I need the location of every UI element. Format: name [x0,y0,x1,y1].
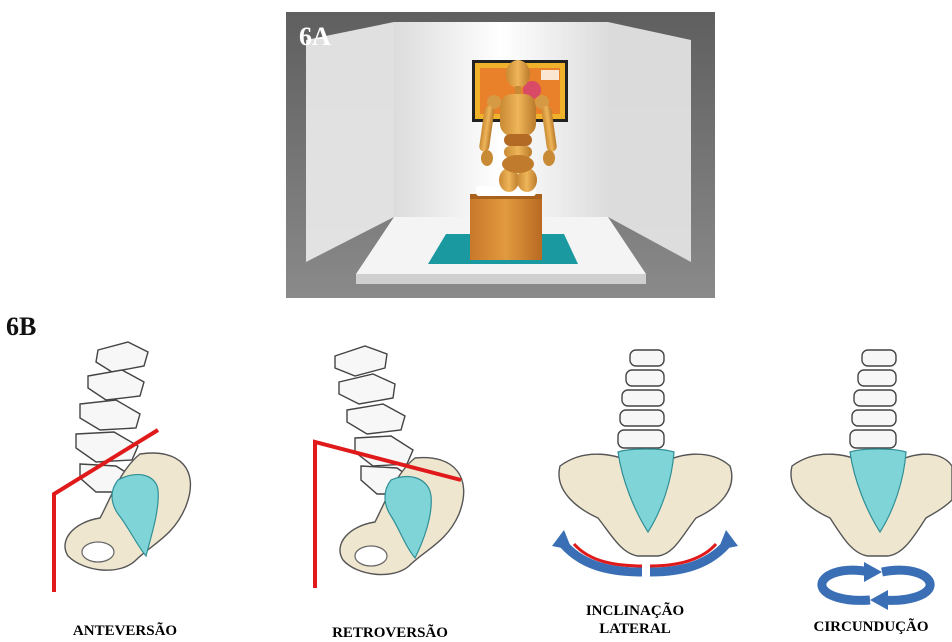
caption-inclinacao-lateral: INCLINAÇÃO LATERAL [555,602,715,638]
figure-anteversao [40,330,230,600]
pelvis-circumduction-illustration [770,340,952,610]
pelvis-retroversion-illustration [305,330,495,600]
panel-a-label: 6A [299,22,331,52]
caption-circunducao: CIRCUNDUÇÃO [796,618,946,636]
pelvis-anteversion-illustration [40,330,230,600]
figure-retroversao [305,330,495,600]
studio-scene-illustration [286,12,715,298]
pelvis-lateral-tilt-illustration [550,340,740,590]
panel-b-label: 6B [6,312,36,342]
caption-anteversao: ANTEVERSÃO [40,622,210,640]
figure-circunducao [770,340,952,610]
figure-inclinacao-lateral [550,340,740,590]
caption-retroversao: RETROVERSÃO [300,624,480,642]
panel-6a-scene [286,12,715,298]
